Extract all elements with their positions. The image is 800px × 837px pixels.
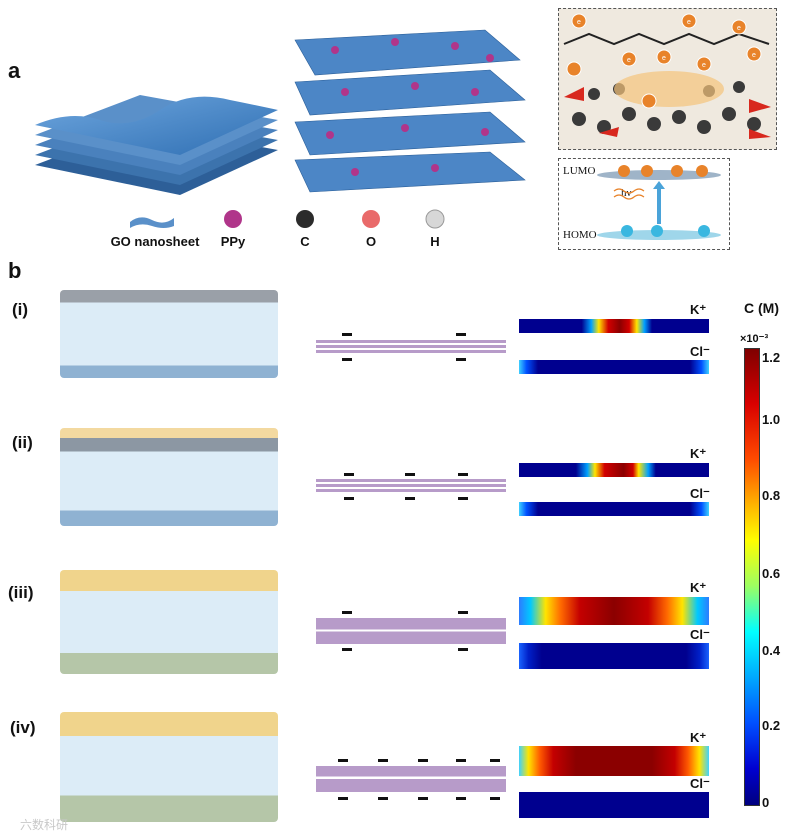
row-label-iii: (iii) — [8, 583, 34, 602]
row-i-channel — [316, 340, 506, 354]
colorbar-title: C (M) — [744, 300, 779, 316]
row-i-cl-label: Cl⁻ — [690, 344, 710, 359]
legend-go: GO nanosheet — [110, 234, 200, 249]
legend-h: H — [430, 234, 440, 249]
exploded-go-layers — [294, 29, 526, 193]
row-iv-cl-label: Cl⁻ — [690, 776, 710, 791]
svg-text:e: e — [662, 55, 666, 62]
row-iii-k-label: K⁺ — [690, 580, 707, 595]
row-ii-k-heatmap — [519, 463, 709, 477]
row-iii-charge — [458, 648, 468, 651]
row-ii-channel — [316, 479, 506, 493]
row-ii-cl-heatmap — [519, 502, 709, 516]
row-iv-charge — [490, 797, 500, 800]
row-iii-charge — [458, 611, 468, 614]
svg-text:e: e — [737, 25, 741, 32]
colorbar-tick: 1.0 — [762, 412, 781, 427]
energy-levels-drawing — [597, 165, 721, 240]
row-iv-charge — [338, 797, 348, 800]
row-iv-cl-heatmap — [519, 792, 709, 818]
legend-c: C — [300, 234, 310, 249]
row-iv-charge — [456, 759, 466, 762]
row-iv-k-heatmap — [519, 746, 709, 776]
lumo-label: LUMO — [563, 165, 596, 177]
energy-level-inset: LUMO HOMO hν — [558, 158, 730, 250]
svg-text:e: e — [687, 19, 691, 26]
molecule-inset: e e e e e e e — [558, 8, 777, 150]
go-stack-illustration — [35, 95, 278, 195]
row-i-k-heatmap — [519, 319, 709, 333]
row-ii-charge — [344, 497, 354, 500]
row-iv-charge — [338, 759, 348, 762]
row-ii-charge — [458, 473, 468, 476]
row-ii-illustration — [60, 428, 278, 526]
row-iii-k-heatmap — [519, 597, 709, 625]
legend-o: O — [365, 234, 377, 249]
svg-text:e: e — [627, 57, 631, 64]
row-ii-charge — [458, 497, 468, 500]
row-iv-charge — [418, 797, 428, 800]
ppy-legend-icon — [224, 210, 242, 228]
row-i-charge — [342, 333, 352, 336]
row-iv-channel — [316, 766, 506, 792]
go-legend-icon — [130, 217, 174, 228]
row-iii-channel — [316, 618, 506, 644]
row-iii-illustration — [60, 570, 278, 674]
row-i-illustration — [60, 290, 278, 378]
colorbar-tick: 1.2 — [762, 350, 781, 365]
row-i-k-label: K⁺ — [690, 302, 707, 317]
row-ii-k-label: K⁺ — [690, 446, 707, 461]
colorbar-tick: 0.2 — [762, 718, 781, 733]
svg-text:e: e — [577, 19, 581, 26]
row-iii-cl-label: Cl⁻ — [690, 627, 710, 642]
row-iii-charge — [342, 648, 352, 651]
row-ii-charge — [344, 473, 354, 476]
row-label-i: (i) — [12, 300, 29, 319]
row-label-iv: (iv) — [10, 718, 36, 737]
colorbar-tick: 0.6 — [762, 566, 781, 581]
homo-label: HOMO — [563, 229, 597, 241]
svg-text:e: e — [752, 52, 756, 59]
row-i-charge — [342, 358, 352, 361]
carbon-legend-icon — [296, 210, 314, 228]
colorbar-scale: ×10⁻³ — [740, 333, 769, 345]
colorbar-tick: 0 — [762, 795, 770, 810]
colorbar — [744, 348, 760, 806]
panel-b-label: b — [8, 258, 22, 283]
colorbar-tick: 0.4 — [762, 643, 781, 658]
watermark: 六数科研 — [20, 818, 69, 832]
row-iii-charge — [342, 611, 352, 614]
row-i-charge — [456, 358, 466, 361]
row-iii-cl-heatmap — [519, 643, 709, 669]
row-ii-charge — [405, 497, 415, 500]
row-iv-charge — [456, 797, 466, 800]
svg-text:e: e — [702, 62, 706, 69]
oxygen-legend-icon — [362, 210, 380, 228]
row-ii-charge — [405, 473, 415, 476]
row-iv-charge — [378, 759, 388, 762]
row-ii-cl-label: Cl⁻ — [690, 486, 710, 501]
row-iv-charge — [418, 759, 428, 762]
panel-a-label: a — [8, 58, 21, 83]
hydrogen-legend-icon — [425, 209, 445, 229]
row-iv-illustration — [60, 712, 278, 822]
row-iv-k-label: K⁺ — [690, 730, 707, 745]
legend-ppy: PPy — [220, 234, 246, 249]
row-iv-charge — [378, 797, 388, 800]
colorbar-tick: 0.8 — [762, 488, 781, 503]
row-label-ii: (ii) — [12, 433, 33, 452]
row-i-cl-heatmap — [519, 360, 709, 374]
row-i-charge — [456, 333, 466, 336]
graphene-ppy-illustration: e e e e e e e — [559, 9, 776, 149]
row-iv-charge — [490, 759, 500, 762]
